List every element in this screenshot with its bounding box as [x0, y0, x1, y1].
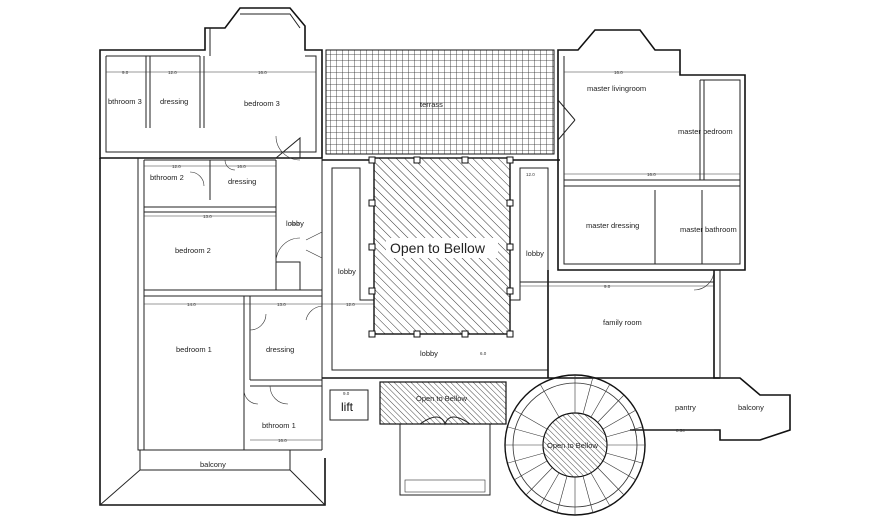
dim-14: 9.0 — [604, 284, 611, 289]
label-master-bedroom: master bedroom — [678, 127, 733, 136]
label-master-livingroom: master livingroom — [587, 84, 646, 93]
label-bedroom1: bedroom 1 — [176, 345, 212, 354]
label-lobby-bottom: lobby — [420, 349, 438, 358]
label-balcony-bottom: balcony — [200, 460, 226, 469]
dim-16: 6.0 — [480, 351, 487, 356]
dim-8: 13.0 — [203, 214, 212, 219]
columns — [368, 156, 514, 338]
dim-18: 8.54 — [676, 428, 685, 433]
dim-5: 12.0 — [172, 164, 181, 169]
label-family-room: family room — [603, 318, 642, 327]
label-lift: lift — [341, 400, 354, 414]
label-dressing-mid: dressing — [228, 177, 256, 186]
dim-10: 14.0 — [187, 302, 196, 307]
walls — [99, 7, 791, 506]
label-bathroom2: bthroom 2 — [150, 173, 184, 182]
label-dressing-top: dressing — [160, 97, 188, 106]
dim-6: 16.0 — [237, 164, 246, 169]
dim-4: 16.0 — [614, 70, 623, 75]
label-dressing-bottom: dressing — [266, 345, 294, 354]
dim-12: 12.0 — [346, 302, 355, 307]
dimension-lines — [106, 71, 740, 441]
label-balcony-right: balcony — [738, 403, 764, 412]
label-bathroom1: bthroom 1 — [262, 421, 296, 430]
dim-15: 9.0 — [343, 391, 350, 396]
label-open-center: Open to Bellow — [390, 240, 486, 256]
label-lobby-center-left: lobby — [338, 267, 356, 276]
dim-9: 12.0 — [526, 172, 535, 177]
label-lobby-left: lobby — [286, 219, 304, 228]
label-open-stair: Open to Bellow — [547, 441, 598, 450]
dim-2: 12.0 — [168, 70, 177, 75]
dim-13: 16.0 — [647, 172, 656, 177]
label-lobby-center-right: lobby — [526, 249, 544, 258]
dim-3: 16.0 — [258, 70, 267, 75]
label-master-dressing: master dressing — [586, 221, 639, 230]
dim-11: 13.0 — [277, 302, 286, 307]
label-bathroom3: bthroom 3 — [108, 97, 142, 106]
label-pantry: pantry — [675, 403, 696, 412]
open-center-label-bg — [386, 238, 498, 258]
label-bedroom3: bedroom 3 — [244, 99, 280, 108]
dim-1: 9.0 — [122, 70, 129, 75]
dim-17: 16.0 — [278, 438, 287, 443]
dim-7: 13.0 — [290, 221, 299, 226]
label-open-small: Open to Bellow — [416, 394, 467, 403]
spiral-stair — [504, 374, 646, 516]
doors — [189, 135, 715, 405]
label-master-bathroom: master bathroom — [680, 225, 737, 234]
label-terrace: terrass — [420, 100, 443, 109]
label-bedroom2: bedroom 2 — [175, 246, 211, 255]
terrace-fill — [325, 49, 555, 155]
